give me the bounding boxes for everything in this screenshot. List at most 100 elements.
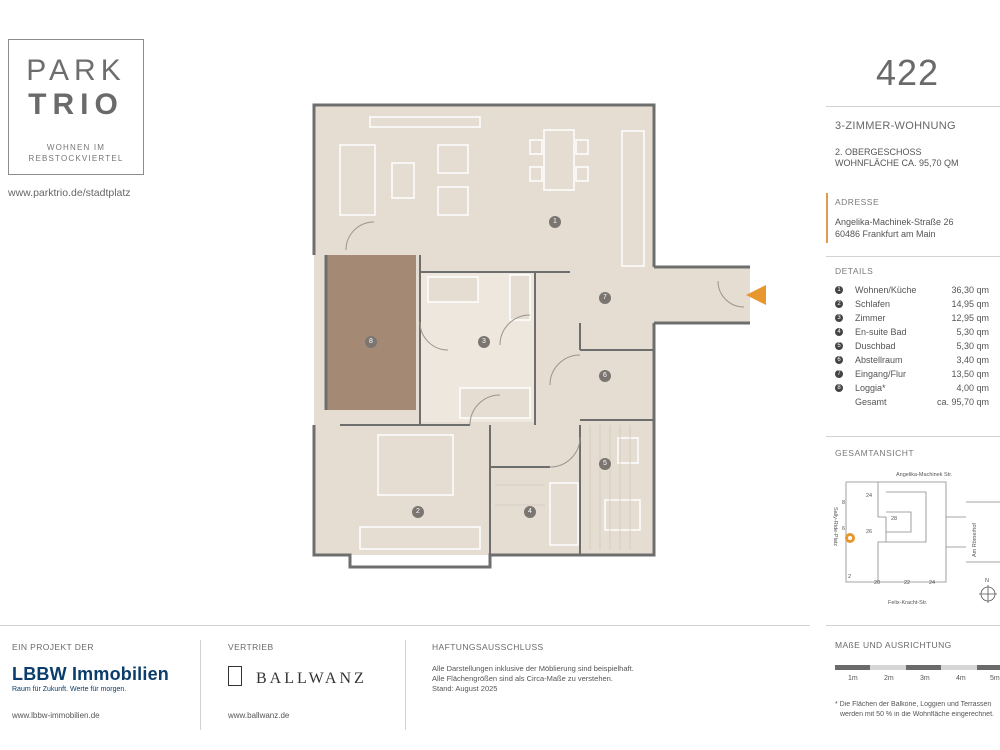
detail-label: Eingang/Flur <box>855 369 907 379</box>
map-label: 20 <box>874 580 880 586</box>
walls <box>312 103 750 569</box>
divider <box>826 256 1000 257</box>
furniture <box>339 116 645 550</box>
detail-number: 6 <box>835 356 843 364</box>
loggia-note-line1: * Die Flächen der Balkone, Loggien und T… <box>835 701 992 708</box>
site-url[interactable]: www.parktrio.de/stadtplatz <box>8 187 131 199</box>
sales-caption: VERTRIEB <box>228 642 274 652</box>
unit-floor: 2. OBERGESCHOSS <box>835 147 922 157</box>
ballwanz-url[interactable]: www.ballwanz.de <box>228 711 290 720</box>
details-caption: DETAILS <box>835 266 874 276</box>
room-number-5: 5 <box>599 458 611 470</box>
room-number-6: 6 <box>599 370 611 382</box>
site-overview-map: Angelika-Machinek Str. Sally-Ride-Platz … <box>832 472 1000 606</box>
detail-value: 13,50 qm <box>951 369 989 379</box>
detail-label: Schlafen <box>855 299 891 309</box>
detail-total-value: ca. 95,70 qm <box>936 397 989 407</box>
room-number-8: 8 <box>365 336 377 348</box>
scale-segment <box>835 665 870 670</box>
detail-value: 14,95 qm <box>951 299 989 309</box>
detail-number: 7 <box>835 370 843 378</box>
disclaimer-line1: Alle Darstellungen inklusive der Möblier… <box>432 664 634 673</box>
footer-divider <box>0 625 810 626</box>
footer-separator <box>200 640 201 730</box>
disclaimer-line3: Stand: August 2025 <box>432 684 498 693</box>
footer-separator <box>405 640 406 730</box>
room-number-4: 4 <box>524 506 536 518</box>
compass-label: N <box>985 578 989 584</box>
floorplan <box>312 103 766 569</box>
room-number-3: 3 <box>478 336 490 348</box>
detail-row: 8 Loggia* 4,00 qm <box>835 383 995 397</box>
detail-value: 5,30 qm <box>956 327 989 337</box>
detail-label: Wohnen/Küche <box>855 285 917 295</box>
room-number-7: 7 <box>599 292 611 304</box>
map-label: 28 <box>891 516 897 522</box>
detail-total-label: Gesamt <box>855 397 887 407</box>
detail-number: 3 <box>835 314 843 322</box>
address-caption: ADRESSE <box>835 197 880 207</box>
scale-segment <box>977 665 1000 670</box>
ballwanz-logo: BALLWANZ <box>256 670 367 687</box>
footer-divider <box>826 625 1000 626</box>
detail-label: En-suite Bad <box>855 327 907 337</box>
project-caption: EIN PROJEKT DER <box>12 642 94 652</box>
unit-number: 422 <box>876 52 940 93</box>
loggia-area <box>326 255 416 410</box>
scale-label: 1m <box>848 675 858 682</box>
disclaimer-caption: HAFTUNGSAUSSCHLUSS <box>432 642 544 652</box>
detail-row: 5 Duschbad 5,30 qm <box>835 341 995 355</box>
scale-label: 3m <box>920 675 930 682</box>
brand-line2: TRIO <box>28 88 124 121</box>
detail-row: 4 En-suite Bad 5,30 qm <box>835 327 995 341</box>
lbbw-url[interactable]: www.lbbw-immobilien.de <box>12 711 100 720</box>
doors <box>345 221 745 468</box>
divider <box>826 106 1000 107</box>
address-accent-bar <box>826 193 828 243</box>
unit-area: WOHNFLÄCHE CA. 95,70 QM <box>835 158 959 168</box>
brand-logo: PARK TRIO WOHNEN IM REBSTOCKVIERTEL <box>8 39 144 175</box>
entrance-arrow-icon <box>746 285 766 305</box>
detail-row: 2 Schlafen 14,95 qm <box>835 299 995 313</box>
map-street-left: Sally-Ride-Platz <box>832 507 838 546</box>
detail-number: 2 <box>835 300 843 308</box>
brand-subtitle: WOHNEN IM REBSTOCKVIERTEL <box>9 142 143 164</box>
detail-row: 6 Abstellraum 3,40 qm <box>835 355 995 369</box>
lbbw-logo: LBBW Immobilien <box>12 664 169 684</box>
scale-label: 2m <box>884 675 894 682</box>
detail-value: 36,30 qm <box>951 285 989 295</box>
map-street-top: Angelika-Machinek Str. <box>896 472 953 478</box>
scale-caption: MAßE UND AUSRICHTUNG <box>835 640 952 650</box>
compass-icon <box>979 585 997 603</box>
address-street: Angelika-Machinek-Straße 26 <box>835 217 954 227</box>
unit-type: 3-ZIMMER-WOHNUNG <box>835 120 956 132</box>
room-number-2: 2 <box>412 506 424 518</box>
detail-number: 8 <box>835 384 843 392</box>
lbbw-tagline: Raum für Zukunft. Werte für morgen. <box>12 686 127 693</box>
detail-total-row: Gesamt ca. 95,70 qm <box>835 397 995 411</box>
scale-label: 5m <box>990 675 1000 682</box>
detail-row: 3 Zimmer 12,95 qm <box>835 313 995 327</box>
detail-value: 5,30 qm <box>956 341 989 351</box>
map-label: 2 <box>848 574 851 580</box>
detail-number: 5 <box>835 342 843 350</box>
detail-row: 1 Wohnen/Küche 36,30 qm <box>835 285 995 299</box>
detail-value: 3,40 qm <box>956 355 989 365</box>
address-city: 60486 Frankfurt am Main <box>835 229 936 239</box>
map-street-right: Am Römerhof <box>972 523 978 557</box>
brand-line1: PARK <box>26 54 126 87</box>
detail-value: 4,00 qm <box>956 383 989 393</box>
scale-label: 4m <box>956 675 966 682</box>
map-label: 24 <box>929 580 935 586</box>
bathroom-tiles <box>495 425 631 550</box>
detail-row: 7 Eingang/Flur 13,50 qm <box>835 369 995 383</box>
ballwanz-mark-icon <box>228 666 242 686</box>
divider <box>826 436 1000 437</box>
map-label: 8 <box>842 500 845 506</box>
map-label: 24 <box>866 493 872 499</box>
loggia-note-line2: werden mit 50 % in die Wohnfläche einger… <box>840 711 994 718</box>
disclaimer-line2: Alle Flächengrößen sind als Circa-Maße z… <box>432 674 613 683</box>
overview-caption: GESAMTANSICHT <box>835 448 915 458</box>
scale-segment <box>906 665 941 670</box>
room-number-1: 1 <box>549 216 561 228</box>
